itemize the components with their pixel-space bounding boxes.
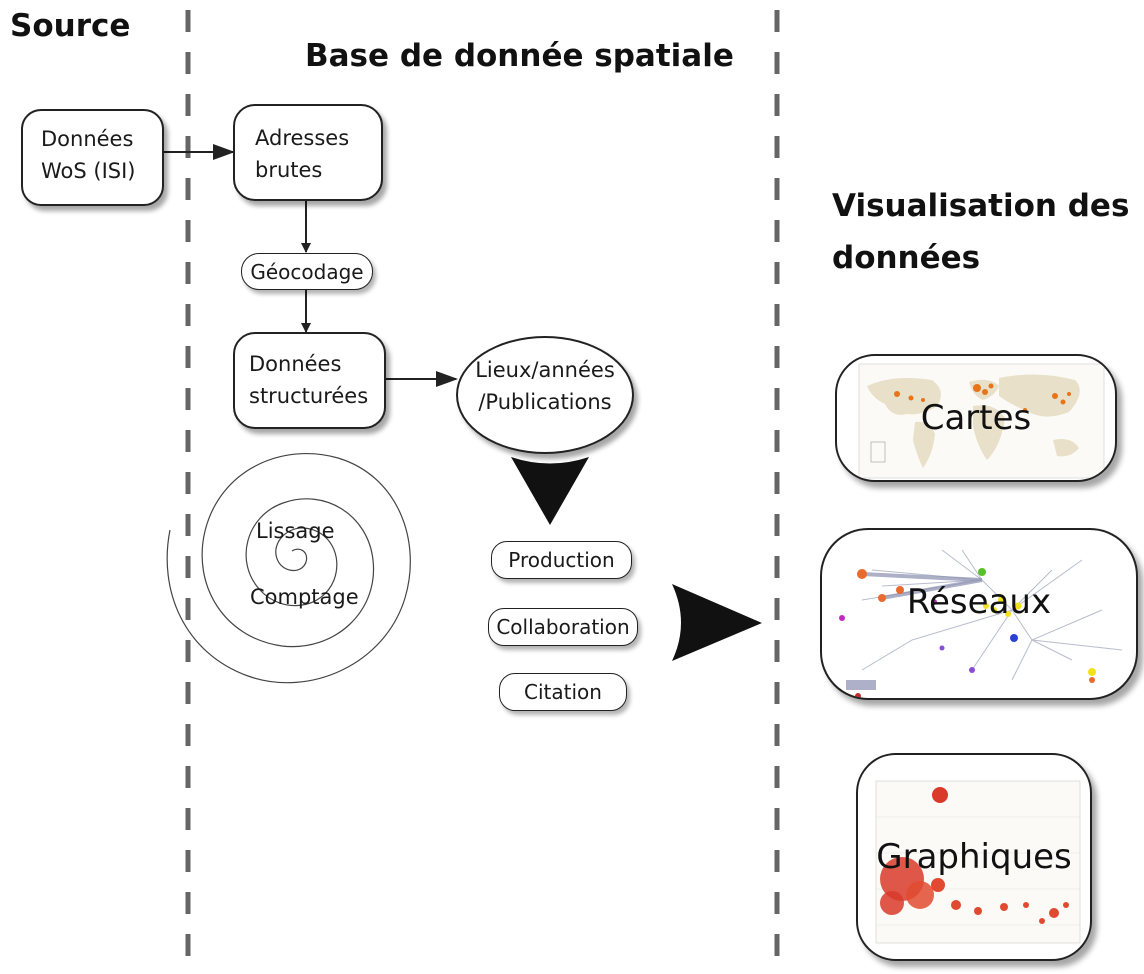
down-chevron-icon — [511, 457, 589, 525]
thumbnail-cartes: Cartes — [835, 354, 1117, 482]
node-citation: Citation — [499, 673, 627, 711]
spiral-label-lissage: Lissage — [256, 519, 335, 543]
spiral-label-comptage: Comptage — [250, 585, 359, 609]
thumbnail-reseaux: Réseaux — [820, 528, 1138, 700]
heading-visualisation-line1: Visualisation des — [832, 188, 1130, 224]
world-map-image — [858, 363, 1105, 479]
node-donnees-wos-line2: WoS (ISI) — [41, 159, 136, 183]
label-cartes: Cartes — [920, 398, 1032, 438]
label-graphiques: Graphiques — [876, 837, 1072, 877]
spiral-icon — [166, 453, 411, 684]
node-adresses-brutes-line2: brutes — [255, 158, 323, 182]
node-donnees-structurees-line2: structurées — [249, 384, 369, 408]
thumbnail-graphiques: Graphiques — [856, 753, 1092, 961]
node-donnees-structurees: Données structurées — [233, 332, 386, 429]
node-lieux-line1: Lieux/années — [475, 358, 615, 382]
node-donnees-wos-line1: Données — [41, 127, 134, 151]
right-chevron-icon — [672, 584, 762, 661]
node-adresses-brutes-line1: Adresses — [255, 126, 350, 150]
bubble-chart-image — [875, 780, 1081, 944]
node-donnees-wos: Données WoS (ISI) — [21, 109, 164, 206]
node-lieux-line2: /Publications — [478, 390, 612, 414]
node-adresses-brutes: Adresses brutes — [233, 104, 383, 201]
label-reseaux: Réseaux — [906, 582, 1052, 622]
network-graph-image — [839, 549, 1123, 698]
heading-source: Source — [10, 8, 131, 44]
node-collaboration: Collaboration — [488, 608, 638, 646]
node-lieux-annees-publications: Lieux/années /Publications — [456, 336, 634, 454]
node-geocodage: Géocodage — [241, 253, 373, 290]
heading-base-de-donnees: Base de donnée spatiale — [305, 38, 734, 74]
heading-visualisation-line2: données — [832, 240, 981, 276]
node-production: Production — [491, 541, 632, 579]
node-donnees-structurees-line1: Données — [249, 352, 342, 376]
